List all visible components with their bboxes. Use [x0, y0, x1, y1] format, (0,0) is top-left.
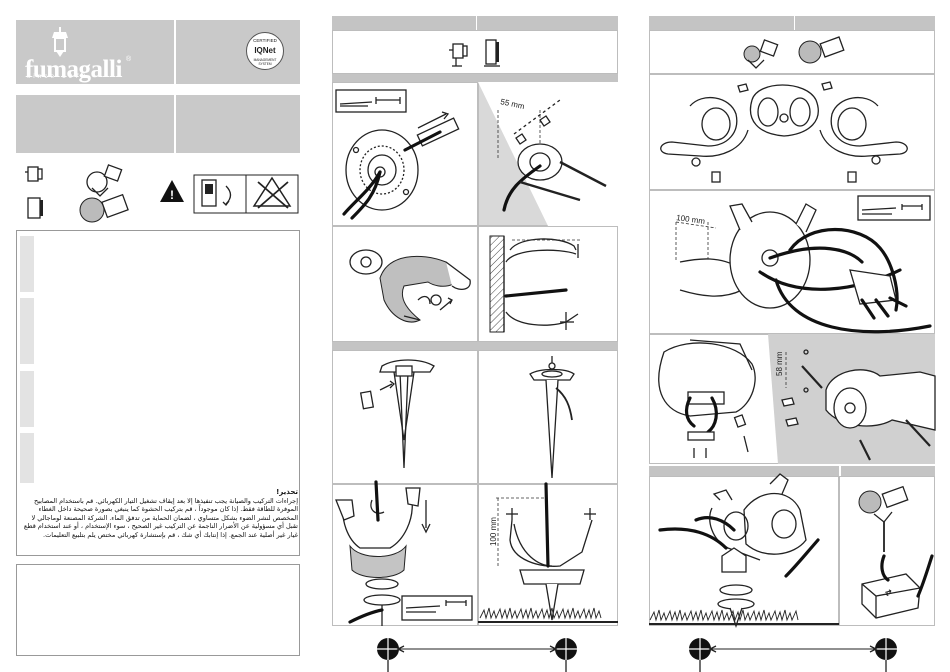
- notes-box: [16, 564, 300, 656]
- info-block-left: [16, 95, 174, 153]
- cert-brand-text: IQNet: [254, 46, 276, 55]
- warning-body: إجراءات التركيب والصيانة يجب تنفيذها إلا…: [23, 496, 298, 539]
- right-bar-3: [841, 466, 935, 476]
- lang-tab-4: [20, 433, 34, 483]
- certification-badge: CERTIFIED IQNet MANAGEMENT SYSTEM: [246, 32, 284, 70]
- svg-text:⇄: ⇄: [884, 587, 893, 598]
- lamp-thumbnail-icon: [25, 164, 129, 223]
- lang-tab-1: [20, 236, 34, 292]
- mid-header-bar: [332, 16, 618, 30]
- arabic-warning: تحذير! إجراءات التركيب والصيانة يجب تنفي…: [20, 488, 298, 540]
- svg-text:!: !: [170, 188, 174, 202]
- stake-height-label: 100 mm: [489, 517, 498, 546]
- brand-tagline: since 1973: [27, 73, 89, 80]
- no-ladder-icon: [252, 176, 292, 209]
- brand-name: fumagalli: [25, 56, 122, 83]
- instructions-box: [16, 230, 300, 556]
- cert-bottom-text: MANAGEMENT SYSTEM: [253, 58, 277, 66]
- lang-tab-2: [20, 298, 34, 364]
- right-model-row: [649, 30, 935, 74]
- mid-bar-1: [332, 74, 618, 82]
- info-block-right: [176, 95, 300, 153]
- strip-length-label: 100 mm: [676, 213, 706, 226]
- fixing-height-label: 58 mm: [775, 351, 784, 376]
- switch-off-icon: [201, 179, 232, 207]
- cert-top-text: CERTIFIED: [253, 38, 277, 43]
- mid-bar-2: [332, 342, 618, 350]
- registered-mark: ®: [126, 56, 132, 63]
- mid-model-row: [332, 30, 618, 74]
- right-header-bar: [649, 16, 935, 30]
- right-bar-2: [649, 466, 839, 476]
- warning-triangle-icon: !: [160, 180, 184, 202]
- logo-block: [16, 20, 174, 84]
- lang-tab-3: [20, 371, 34, 427]
- warning-title: تحذير!: [276, 488, 298, 496]
